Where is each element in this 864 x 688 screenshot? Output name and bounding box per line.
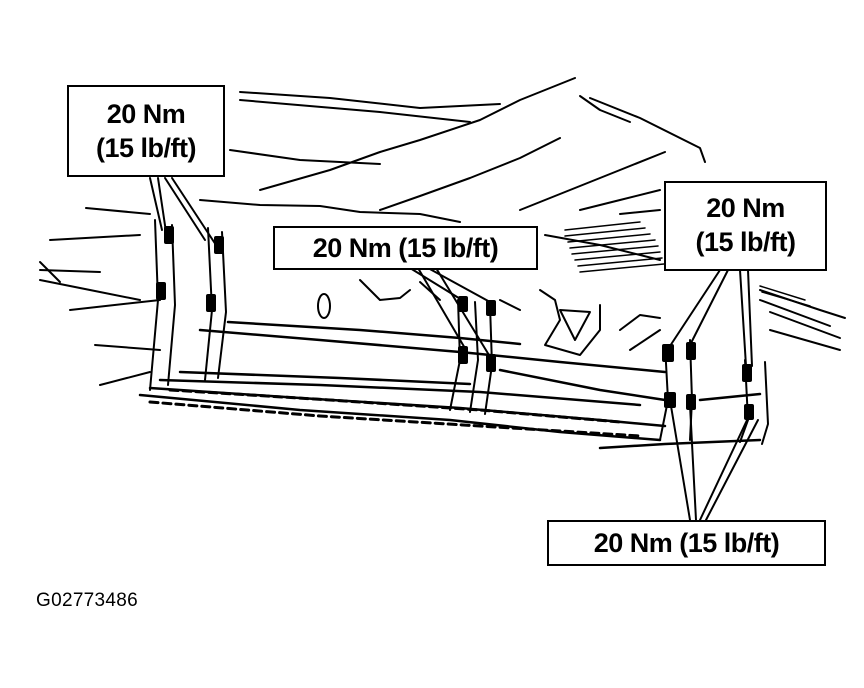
rocker-panel <box>138 320 762 450</box>
figure-id: G02773486 <box>36 590 139 611</box>
torque-value: 20 Nm (15 lb/ft) <box>593 528 780 558</box>
body-outline-lines <box>199 77 846 351</box>
sill-dash-texture <box>148 388 642 438</box>
torque-callout-top-left: 20 Nm (15 lb/ft) <box>67 85 225 177</box>
leader-lines <box>149 177 759 521</box>
bolt-icon <box>742 364 752 382</box>
interior-details <box>317 279 661 356</box>
torque-callout-bottom-right: 20 Nm (15 lb/ft) <box>547 520 826 566</box>
torque-value: 20 Nm <box>106 99 186 129</box>
bolt-icon <box>686 394 696 410</box>
bolt-icon <box>744 404 754 420</box>
bolt-icon <box>214 236 224 254</box>
torque-value: 20 Nm (15 lb/ft) <box>312 233 499 263</box>
torque-value: 20 Nm <box>706 193 785 223</box>
bolt-icon <box>662 344 674 362</box>
hatch-texture <box>564 221 811 307</box>
bolt-icon <box>486 300 496 316</box>
torque-value-imperial: (15 lb/ft) <box>695 227 797 257</box>
left-structure-lines <box>39 207 161 386</box>
bolt-icon <box>206 294 216 312</box>
torque-callout-center: 20 Nm (15 lb/ft) <box>273 226 538 270</box>
bolt-icon <box>458 346 468 364</box>
bolt-icon <box>686 342 696 360</box>
torque-callout-right: 20 Nm (15 lb/ft) <box>664 181 827 271</box>
bolt-icon <box>156 282 166 300</box>
torque-value-imperial: (15 lb/ft) <box>96 133 197 163</box>
bolt-icon <box>486 354 496 372</box>
